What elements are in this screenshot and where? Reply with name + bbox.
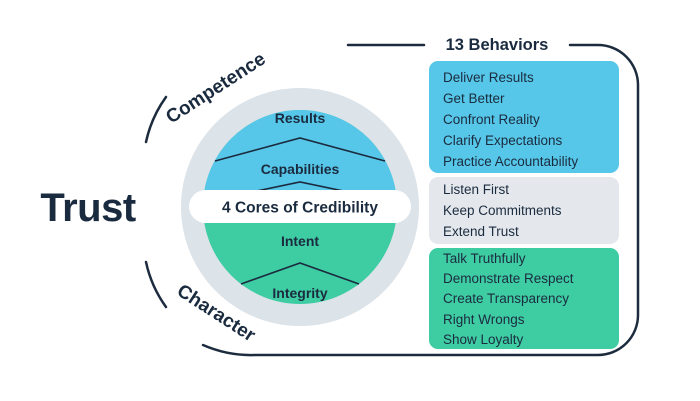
behavior-item: Extend Trust — [443, 224, 519, 239]
behavior-item: Confront Reality — [443, 112, 540, 127]
behavior-item: Demonstrate Respect — [443, 271, 574, 286]
behavior-band-shared — [429, 177, 619, 244]
chevron-divider-intent-integrity — [240, 262, 360, 285]
circle-top-half — [203, 110, 397, 207]
behavior-item: Create Transparency — [443, 291, 569, 306]
chevron-divider-results-capabilities — [214, 137, 386, 162]
core-label-intent: Intent — [281, 233, 319, 249]
behavior-item: Right Wrongs — [443, 312, 525, 327]
behavior-band-competence — [429, 61, 619, 173]
behavior-item: Keep Commitments — [443, 203, 562, 218]
behavior-band-character-items: Talk Truthfully Demonstrate Respect Crea… — [443, 251, 574, 347]
outline-character-arc — [144, 260, 168, 309]
behavior-item: Show Loyalty — [443, 332, 524, 347]
behavior-item: Clarify Expectations — [443, 133, 563, 148]
behaviors-heading: 13 Behaviors — [446, 36, 549, 54]
cores-pill-label: 4 Cores of Credibility — [222, 200, 378, 217]
behavior-band-competence-items: Deliver Results Get Better Confront Real… — [443, 70, 578, 169]
behavior-item: Deliver Results — [443, 70, 534, 85]
core-label-results: Results — [275, 110, 326, 126]
behavior-item: Talk Truthfully — [443, 251, 526, 266]
outline-main-segment — [201, 43, 640, 357]
behavior-item: Listen First — [443, 182, 509, 197]
behaviors-outline-border — [144, 43, 640, 357]
cores-pill — [189, 190, 411, 223]
cores-circle: Results Capabilities Intent Integrity 4 … — [181, 88, 419, 326]
behaviors-panel: Deliver Results Get Better Confront Real… — [429, 61, 619, 349]
behavior-band-character — [429, 248, 619, 349]
behavior-item: Get Better — [443, 91, 505, 106]
core-label-capabilities: Capabilities — [261, 161, 340, 177]
trust-title: Trust — [40, 186, 135, 230]
core-label-integrity: Integrity — [272, 285, 327, 301]
behavior-item: Practice Accountability — [443, 154, 578, 169]
outline-competence-arc — [144, 95, 168, 144]
behavior-band-shared-items: Listen First Keep Commitments Extend Tru… — [443, 182, 562, 239]
